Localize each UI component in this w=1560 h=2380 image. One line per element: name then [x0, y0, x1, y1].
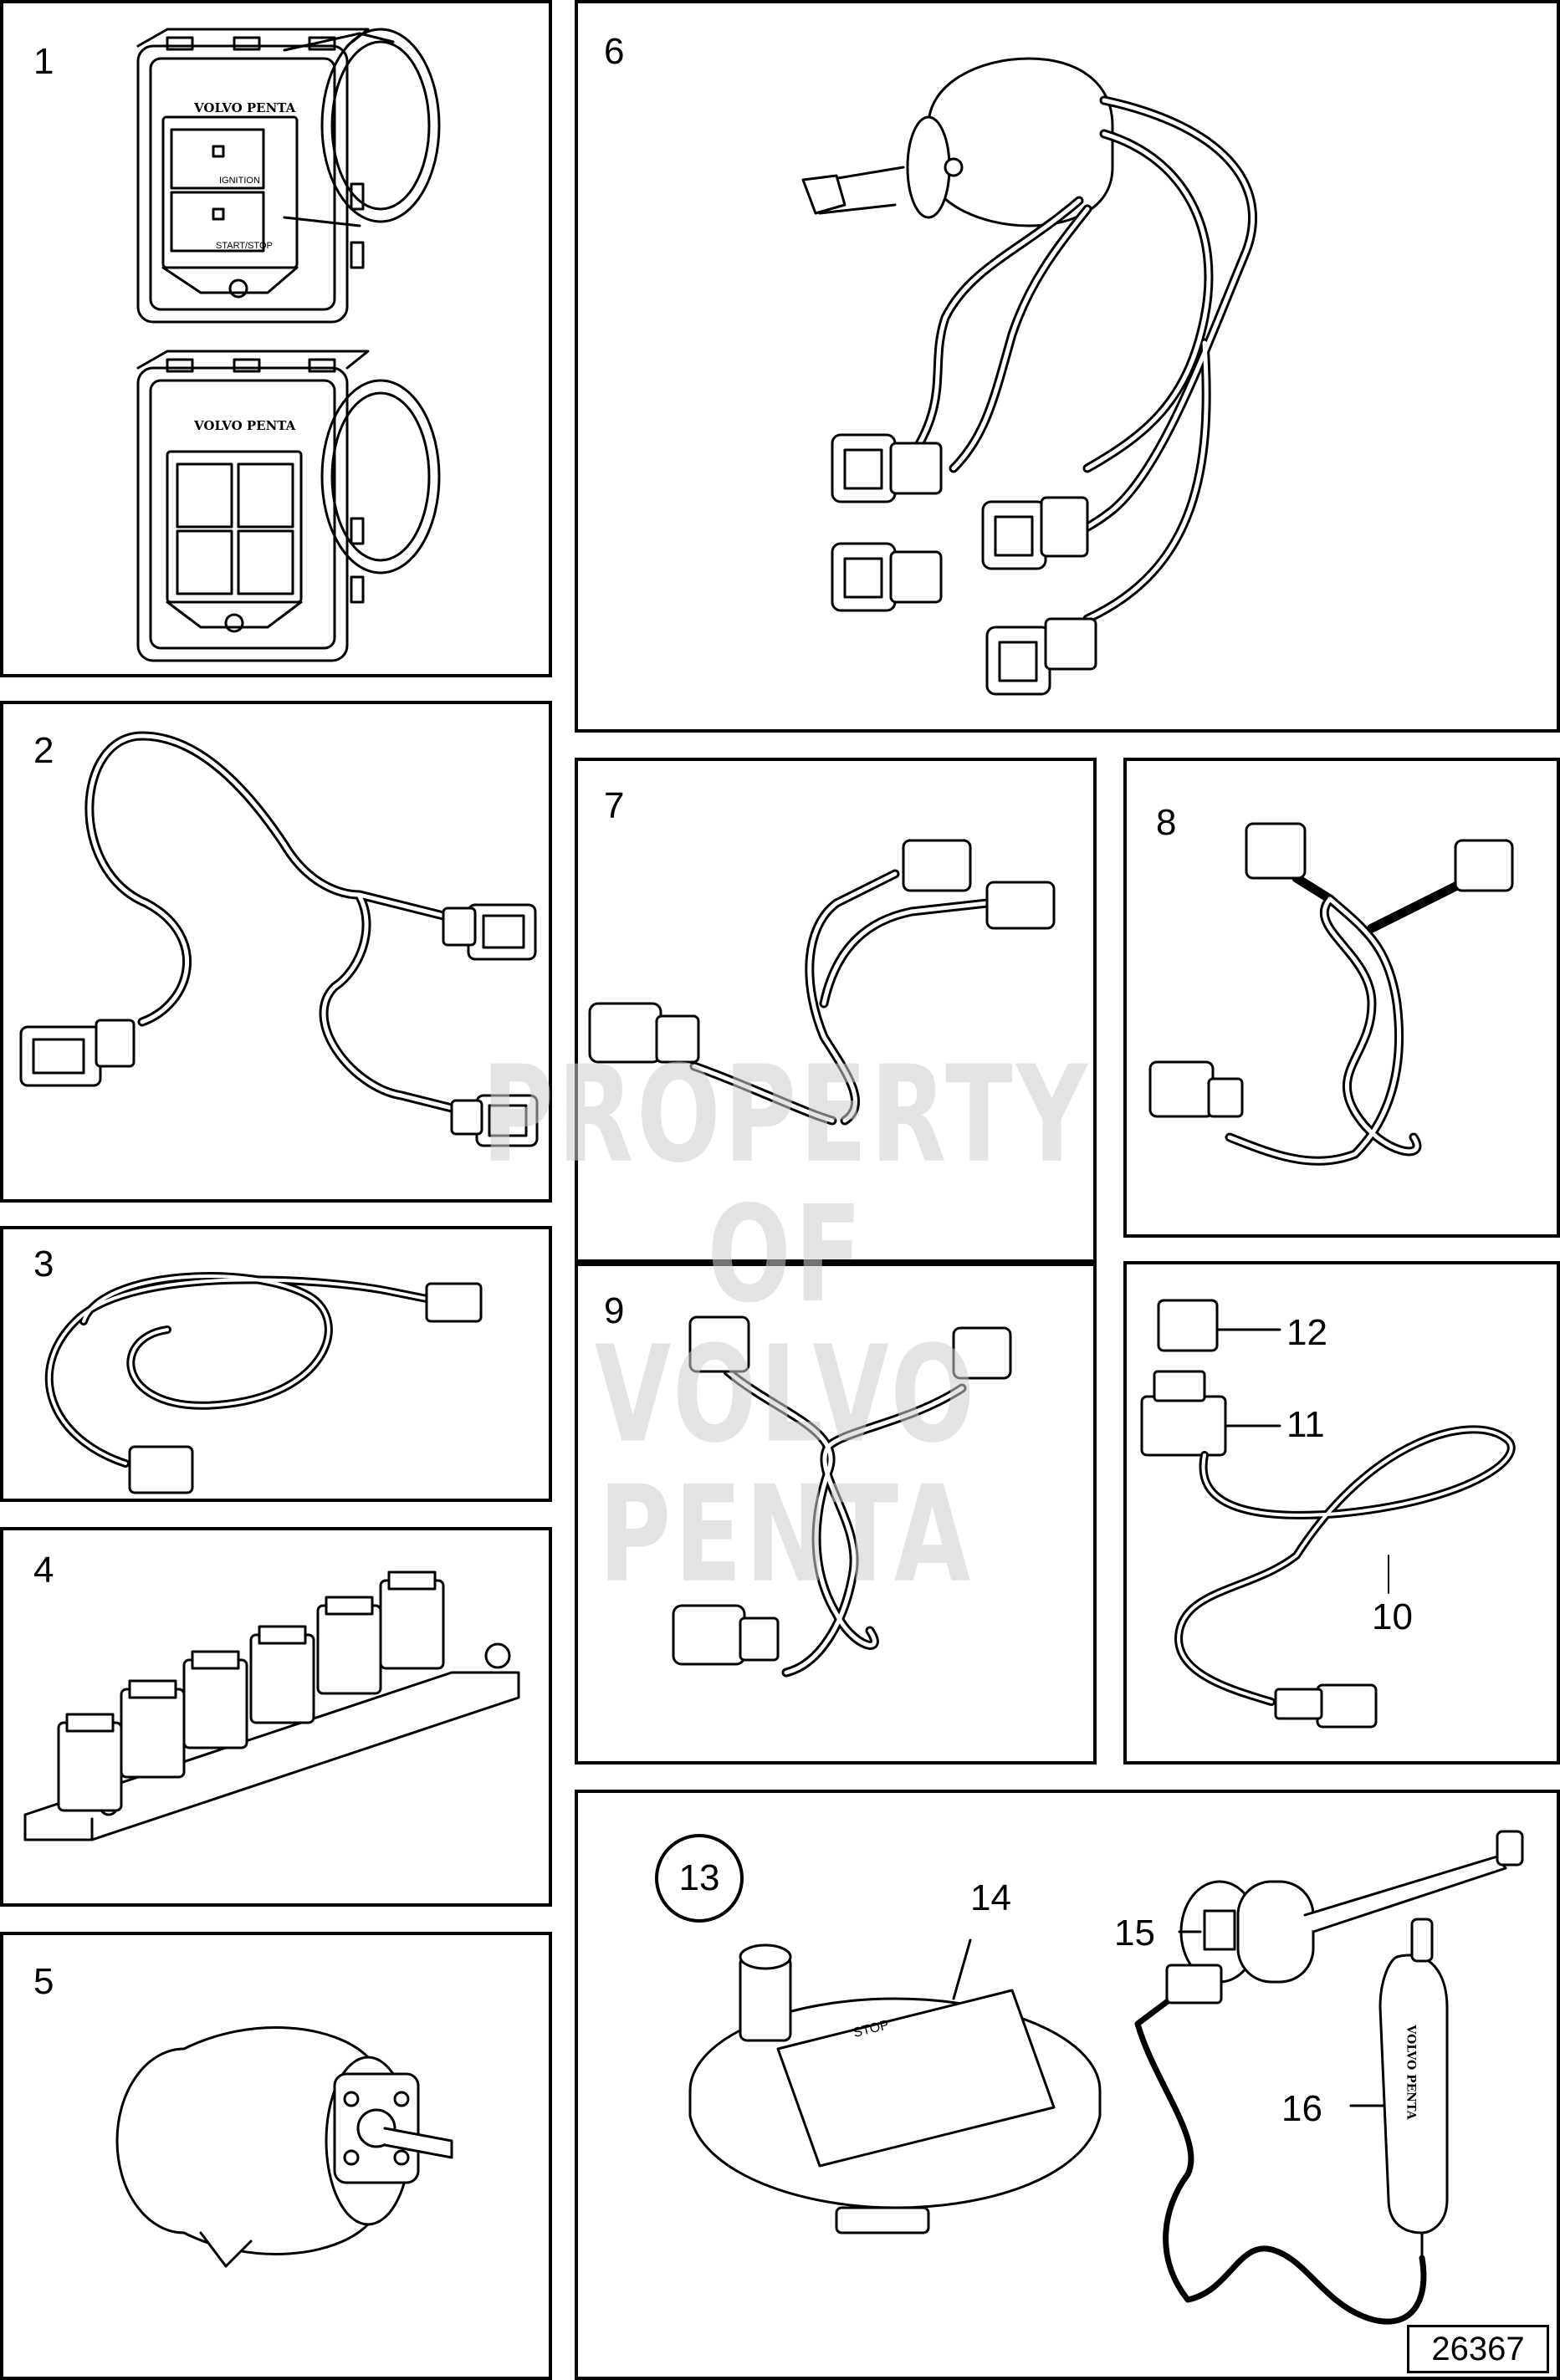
- panel-number-9: 9: [604, 1290, 625, 1331]
- relay-holder-11: [1140, 1370, 1281, 1457]
- callout-11: 11: [1286, 1404, 1325, 1445]
- harness-6-connectors: [831, 433, 1097, 696]
- callout-14: 14: [970, 1877, 1011, 1918]
- switch-body-5: [115, 2026, 453, 2268]
- harness-8-inner: [1227, 896, 1419, 1163]
- cable-3-inner: [47, 1274, 437, 1465]
- callout-10: 10: [1372, 1596, 1413, 1637]
- panel-number-1: 1: [33, 41, 54, 82]
- brand-label-bottom: VOLVO PENTA: [194, 418, 296, 433]
- cable-10: [1174, 1425, 1516, 1706]
- ignition-switch-6: [801, 57, 1114, 227]
- harness-9-inner: [725, 1369, 964, 1675]
- watermark: PROPERTY OF VOLVO PENTA: [468, 1036, 1104, 1612]
- panel-number-2: 2: [33, 730, 54, 771]
- tool-14-disc: [688, 1938, 1102, 2234]
- cable-3-connectors: [128, 1282, 483, 1494]
- cable-10-inner: [1177, 1427, 1513, 1703]
- harness-8-connectors: [1148, 822, 1514, 1118]
- panel-1: [0, 0, 552, 677]
- tool-15-socket: [1178, 1830, 1524, 1984]
- harness-8: [1225, 873, 1477, 1166]
- panel-number-8: 8: [1156, 802, 1177, 843]
- harness-7-inner: [692, 871, 990, 1123]
- cable-3: [44, 1272, 439, 1468]
- callout-16: 16: [1281, 2088, 1322, 2129]
- watermark-line-2: VOLVO PENTA: [594, 1315, 979, 1612]
- y-harness-2-inner: [87, 733, 471, 1115]
- panel-number-5: 5: [33, 1961, 54, 2002]
- harness-9-connectors: [672, 1315, 1012, 1666]
- switch-panel-ignition: [136, 28, 441, 324]
- brand-label-top: VOLVO PENTA: [194, 100, 296, 115]
- tool-16-tester: [1349, 1918, 1449, 2260]
- y-harness-2-connectors: [19, 903, 539, 1147]
- panel-number-4: 4: [33, 1550, 54, 1591]
- callout-13: 13: [655, 1834, 744, 1923]
- callout-15: 15: [1114, 1913, 1155, 1954]
- tester-brand-label: VOLVO PENTA: [1404, 2025, 1418, 2120]
- cable-10-connector: [1274, 1683, 1378, 1729]
- tool-16-cable: [1134, 1995, 1427, 2325]
- panel-number-3: 3: [33, 1244, 54, 1284]
- panel-3: [0, 1226, 552, 1502]
- ignition-label: IGNITION: [219, 176, 260, 186]
- reference-number: 26367: [1407, 2325, 1549, 2373]
- panel-number-7: 7: [604, 785, 625, 826]
- tool-16-connector: [1165, 1964, 1223, 2005]
- switch-panel-blank: [136, 350, 441, 662]
- harness-7-connectors: [588, 839, 1056, 1064]
- panel-number-6: 6: [604, 31, 625, 72]
- connector-block-4: [23, 1570, 520, 1841]
- callout-12: 12: [1286, 1312, 1327, 1353]
- startstop-label: START/STOP: [216, 241, 273, 251]
- watermark-line-1: PROPERTY OF: [481, 1036, 1092, 1332]
- y-harness-2: [84, 731, 473, 1117]
- relay-12: [1157, 1299, 1281, 1352]
